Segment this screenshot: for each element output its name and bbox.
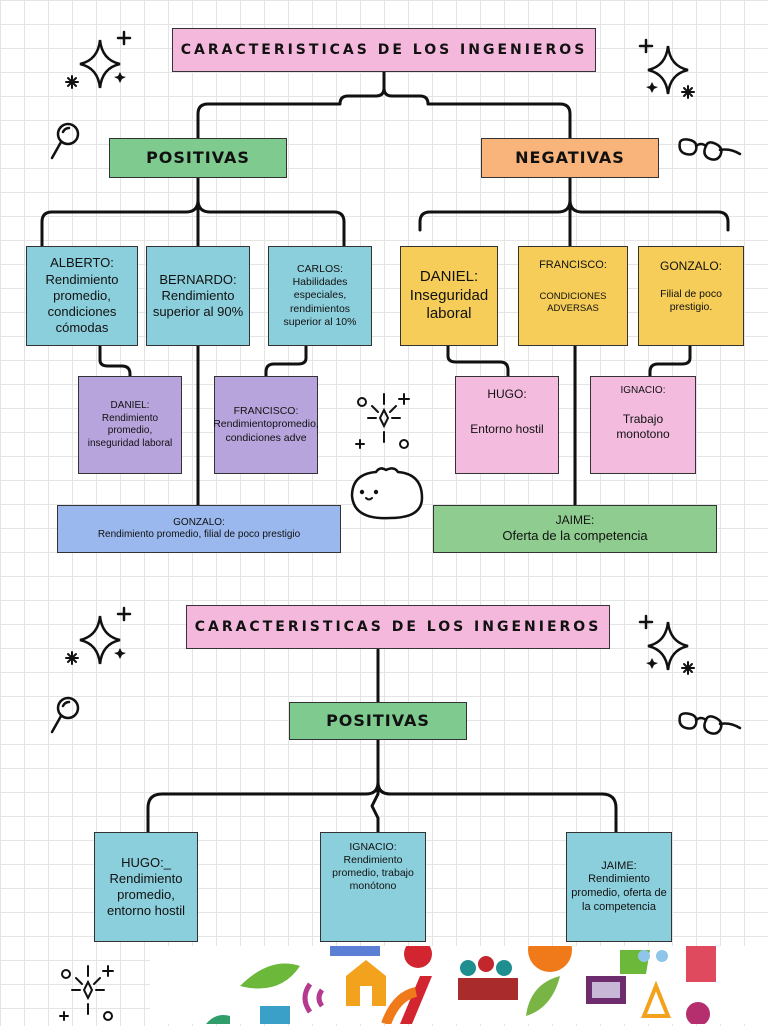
ignacio-positive-text: IGNACIO: Rendimiento promedio, trabajo m… xyxy=(332,841,414,893)
daniel-negative-node: DANIEL: Inseguridad laboral xyxy=(400,246,498,346)
gonzalo-positive-text: Rendimiento promedio, filial de poco pre… xyxy=(97,529,301,540)
magnifier-icon xyxy=(50,122,80,160)
alberto-text: ALBERTO: Rendimiento promedio, condicion… xyxy=(45,255,119,336)
gonzalo-negative-text: Filial de poco prestigio. xyxy=(660,288,722,314)
francisco-negative-name: FRANCISCO: xyxy=(539,259,607,271)
glasses-icon xyxy=(678,138,742,161)
sparkle-icon xyxy=(65,606,132,665)
ignacio-negative-text: Trabajo monotono xyxy=(616,411,670,441)
positive-category: POSITIVAS xyxy=(109,138,287,178)
carlos-text: CARLOS: Habilidades especiales, rendimie… xyxy=(283,263,357,328)
cat-doodle-icon xyxy=(350,467,424,520)
hugo-positive-text: HUGO:_ Rendimiento promedio, entorno hos… xyxy=(106,854,186,919)
negative-label: NEGATIVAS xyxy=(515,148,625,167)
jaime-negative-node: JAIME: Oferta de la competencia xyxy=(433,505,717,553)
francisco-positive-node: FRANCISCO: Rendimientopromedio, condicio… xyxy=(213,376,319,474)
sparkle-icon xyxy=(638,38,695,99)
francisco-negative-text: CONDICIONES ADVERSAS xyxy=(539,290,607,314)
daniel-negative-text: DANIEL: Inseguridad laboral xyxy=(409,267,489,323)
magnifier-icon xyxy=(50,696,80,734)
sparkle-icon xyxy=(65,30,132,89)
sparkle-burst-icon xyxy=(355,393,410,449)
diagram2-positive-label: POSITIVAS xyxy=(326,711,430,730)
francisco-negative-node: FRANCISCO: CONDICIONES ADVERSAS xyxy=(518,246,628,346)
glasses-icon xyxy=(678,712,742,735)
diagram2-title-text: CARACTERISTICAS DE LOS INGENIEROS xyxy=(194,619,602,635)
alberto-node: ALBERTO: Rendimiento promedio, condicion… xyxy=(26,246,138,346)
hugo-negative-name: HUGO: xyxy=(487,387,527,401)
ignacio-negative-node: IGNACIO: Trabajo monotono xyxy=(590,376,696,474)
gonzalo-positive-name: GONZALO: xyxy=(173,516,225,528)
negative-category: NEGATIVAS xyxy=(481,138,659,178)
diagram1-title-text: CARACTERISTICAS DE LOS INGENIEROS xyxy=(180,42,588,58)
diagram1-title: CARACTERISTICAS DE LOS INGENIEROS xyxy=(172,28,596,72)
daniel-positive-text: DANIEL: Rendimiento promedio, insegurida… xyxy=(87,400,173,449)
hugo-negative-node: HUGO: Entorno hostil xyxy=(455,376,559,474)
jaime-positive-node: JAIME: Rendimiento promedio, oferta de l… xyxy=(566,832,672,942)
gonzalo-positive-node: GONZALO: Rendimiento promedio, filial de… xyxy=(57,505,341,553)
daniel-positive-node: DANIEL: Rendimiento promedio, insegurida… xyxy=(78,376,182,474)
bernardo-node: BERNARDO: Rendimiento superior al 90% xyxy=(146,246,250,346)
bernardo-text: BERNARDO: Rendimiento superior al 90% xyxy=(152,271,244,320)
carlos-node: CARLOS: Habilidades especiales, rendimie… xyxy=(268,246,372,346)
jaime-positive-text: JAIME: Rendimiento promedio, oferta de l… xyxy=(571,859,667,913)
communication-collage-icon xyxy=(150,946,768,1024)
jaime-negative-name: JAIME: xyxy=(555,513,595,528)
diagram2-title: CARACTERISTICAS DE LOS INGENIEROS xyxy=(186,605,610,649)
francisco-positive-text: FRANCISCO: Rendimientopromedio, condicio… xyxy=(213,405,319,444)
hugo-negative-text: Entorno hostil xyxy=(470,422,544,436)
sparkle-icon xyxy=(638,614,695,675)
gonzalo-negative-node: GONZALO: Filial de poco prestigio. xyxy=(638,246,744,346)
ignacio-positive-node: IGNACIO: Rendimiento promedio, trabajo m… xyxy=(320,832,426,942)
sparkle-burst-icon xyxy=(59,965,114,1021)
positive-label: POSITIVAS xyxy=(146,148,250,167)
jaime-negative-text: Oferta de la competencia xyxy=(502,528,648,544)
diagram2-positive-category: POSITIVAS xyxy=(289,702,467,740)
hugo-positive-node: HUGO:_ Rendimiento promedio, entorno hos… xyxy=(94,832,198,942)
gonzalo-negative-name: GONZALO: xyxy=(659,259,722,273)
ignacio-negative-name: IGNACIO: xyxy=(620,385,666,396)
